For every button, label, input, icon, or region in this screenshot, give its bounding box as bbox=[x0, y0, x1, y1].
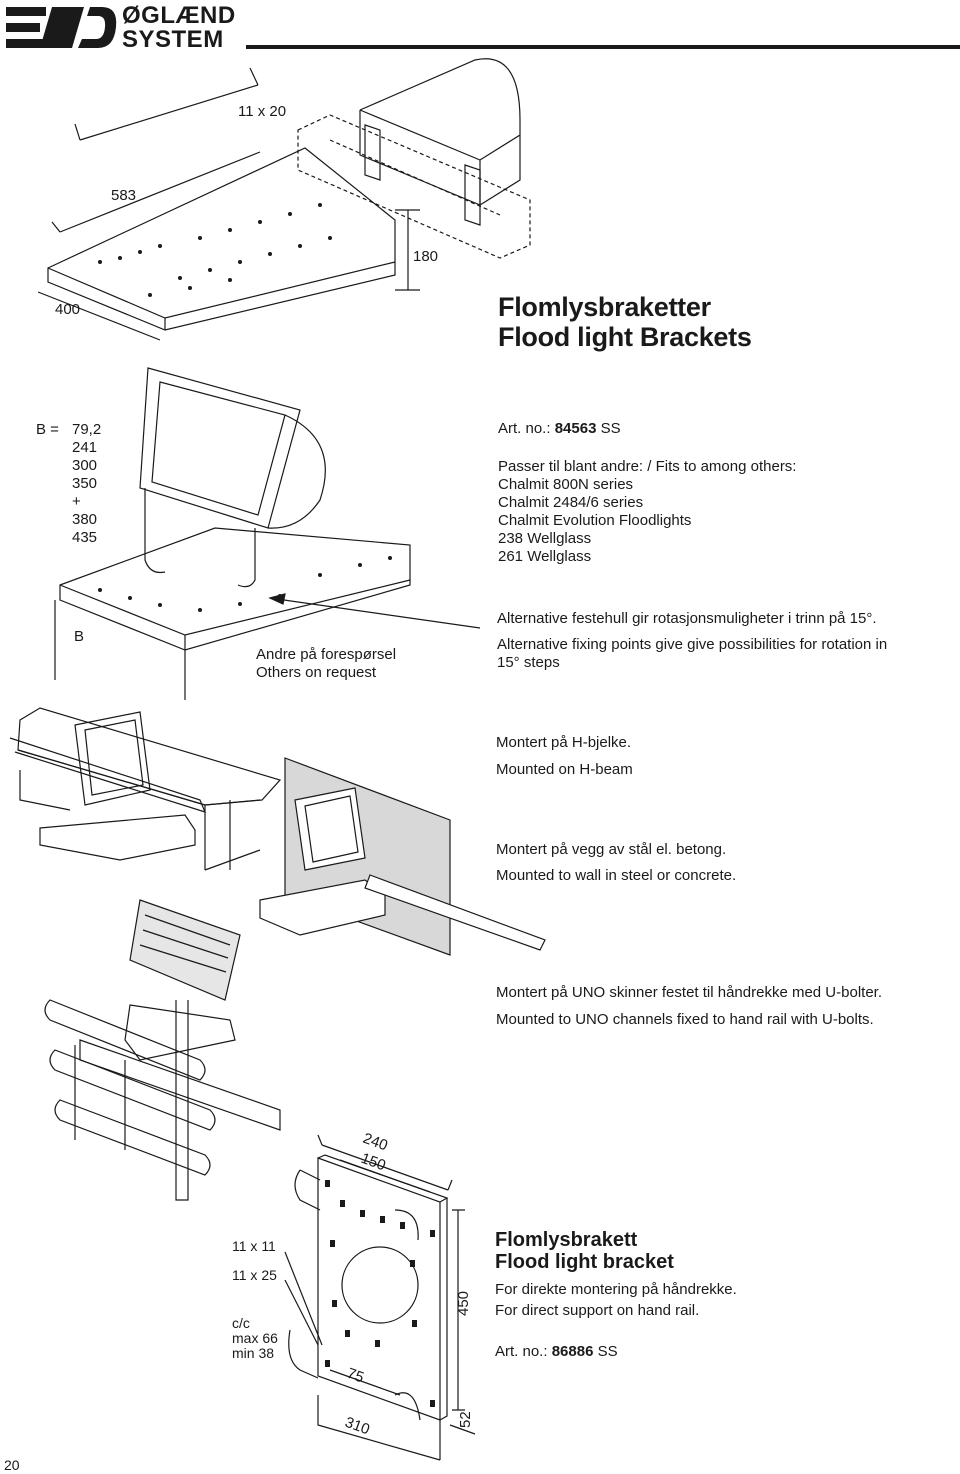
request-no: Andre på forespørsel bbox=[256, 646, 397, 663]
product1-title-no: Flomlysbraketter bbox=[498, 292, 711, 322]
alt-fixing-no: Alternative festehull gir rotasjonsmulig… bbox=[497, 610, 877, 627]
hole-size-1: 11 x 11 bbox=[232, 1238, 276, 1254]
art-number: 84563 bbox=[554, 420, 597, 437]
bracket-plate-drawing bbox=[47, 147, 396, 331]
art-prefix: Art. no.: bbox=[495, 1343, 552, 1360]
fits-item: 261 Wellglass bbox=[498, 548, 592, 565]
product1-art-no: Art. no.: 84563 SS bbox=[498, 420, 621, 438]
alt-fixing-en-2: 15° steps bbox=[497, 654, 560, 671]
uno-rail-drawing bbox=[129, 899, 241, 1001]
b-marker: B bbox=[74, 628, 85, 645]
logo-mark-icon bbox=[6, 7, 117, 48]
b-value: 435 bbox=[72, 529, 98, 546]
b-value: 241 bbox=[72, 439, 98, 456]
dim-11x20: 11 x 20 bbox=[238, 103, 286, 120]
product2-title-en: Flood light bracket bbox=[495, 1251, 674, 1273]
product2-desc-en: For direct support on hand rail. bbox=[495, 1302, 700, 1319]
fits-item: Chalmit 800N series bbox=[498, 476, 634, 493]
b-value: 79,2 bbox=[72, 421, 102, 438]
hbeam-caption-no: Montert på H-bjelke. bbox=[496, 734, 632, 751]
product1-title-en: Flood light Brackets bbox=[498, 322, 752, 352]
product2-desc-no: For direkte montering på håndrekke. bbox=[495, 1281, 737, 1298]
cc-min: min 38 bbox=[232, 1345, 275, 1361]
uno-caption-no: Montert på UNO skinner festet til håndre… bbox=[496, 984, 883, 1001]
b-label: B = bbox=[36, 421, 59, 438]
art-prefix: Art. no.: bbox=[498, 420, 555, 437]
fits-item: Chalmit Evolution Floodlights bbox=[498, 512, 692, 529]
wall-caption-en: Mounted to wall in steel or concrete. bbox=[496, 867, 737, 884]
dim-310: 310 bbox=[343, 1414, 372, 1439]
art-suffix: SS bbox=[593, 1343, 618, 1360]
dim-583: 583 bbox=[111, 187, 136, 204]
brand-logo: ØGLÆND SYSTEM bbox=[6, 4, 236, 52]
page-number: 20 bbox=[4, 1457, 20, 1473]
fits-heading: Passer til blant andre: / Fits to among … bbox=[498, 458, 797, 475]
brand-name-line1: ØGLÆND bbox=[122, 2, 236, 29]
wall-caption-no: Montert på vegg av stål el. betong. bbox=[496, 841, 727, 858]
uno-caption-en: Mounted to UNO channels fixed to hand ra… bbox=[496, 1011, 874, 1028]
cc-label: c/c bbox=[232, 1315, 250, 1331]
hbeam-caption-en: Mounted on H-beam bbox=[496, 761, 633, 778]
product2-title-no: Flomlysbrakett bbox=[495, 1229, 638, 1251]
dim-450: 450 bbox=[455, 1291, 472, 1316]
cc-max: max 66 bbox=[232, 1330, 278, 1346]
b-value: 300 bbox=[72, 457, 98, 474]
product2-art-no: Art. no.: 86886 SS bbox=[495, 1343, 618, 1361]
dim-180: 180 bbox=[413, 248, 438, 265]
dim-52: 52 bbox=[457, 1411, 474, 1428]
brand-name-line2: SYSTEM bbox=[122, 26, 224, 53]
fits-item: Chalmit 2484/6 series bbox=[498, 494, 644, 511]
bracket-plate-2-drawing bbox=[317, 1157, 441, 1421]
alt-fixing-en-1: Alternative fixing points give give poss… bbox=[497, 636, 888, 653]
dim-75: 75 bbox=[345, 1365, 366, 1387]
header-rule bbox=[246, 45, 960, 49]
request-en: Others on request bbox=[256, 664, 377, 681]
b-value: 380 bbox=[72, 511, 98, 528]
b-value: 350 bbox=[72, 475, 98, 492]
art-number: 86886 bbox=[551, 1343, 594, 1360]
b-values: 79,2 241 300 350 + 380 435 bbox=[72, 421, 101, 547]
hole-size-2: 11 x 25 bbox=[232, 1267, 277, 1283]
fits-list: Chalmit 800N series Chalmit 2484/6 serie… bbox=[498, 476, 691, 566]
dim-400: 400 bbox=[55, 301, 80, 318]
fits-item: 238 Wellglass bbox=[498, 530, 592, 547]
art-suffix: SS bbox=[596, 420, 621, 437]
b-value: + bbox=[72, 493, 81, 510]
